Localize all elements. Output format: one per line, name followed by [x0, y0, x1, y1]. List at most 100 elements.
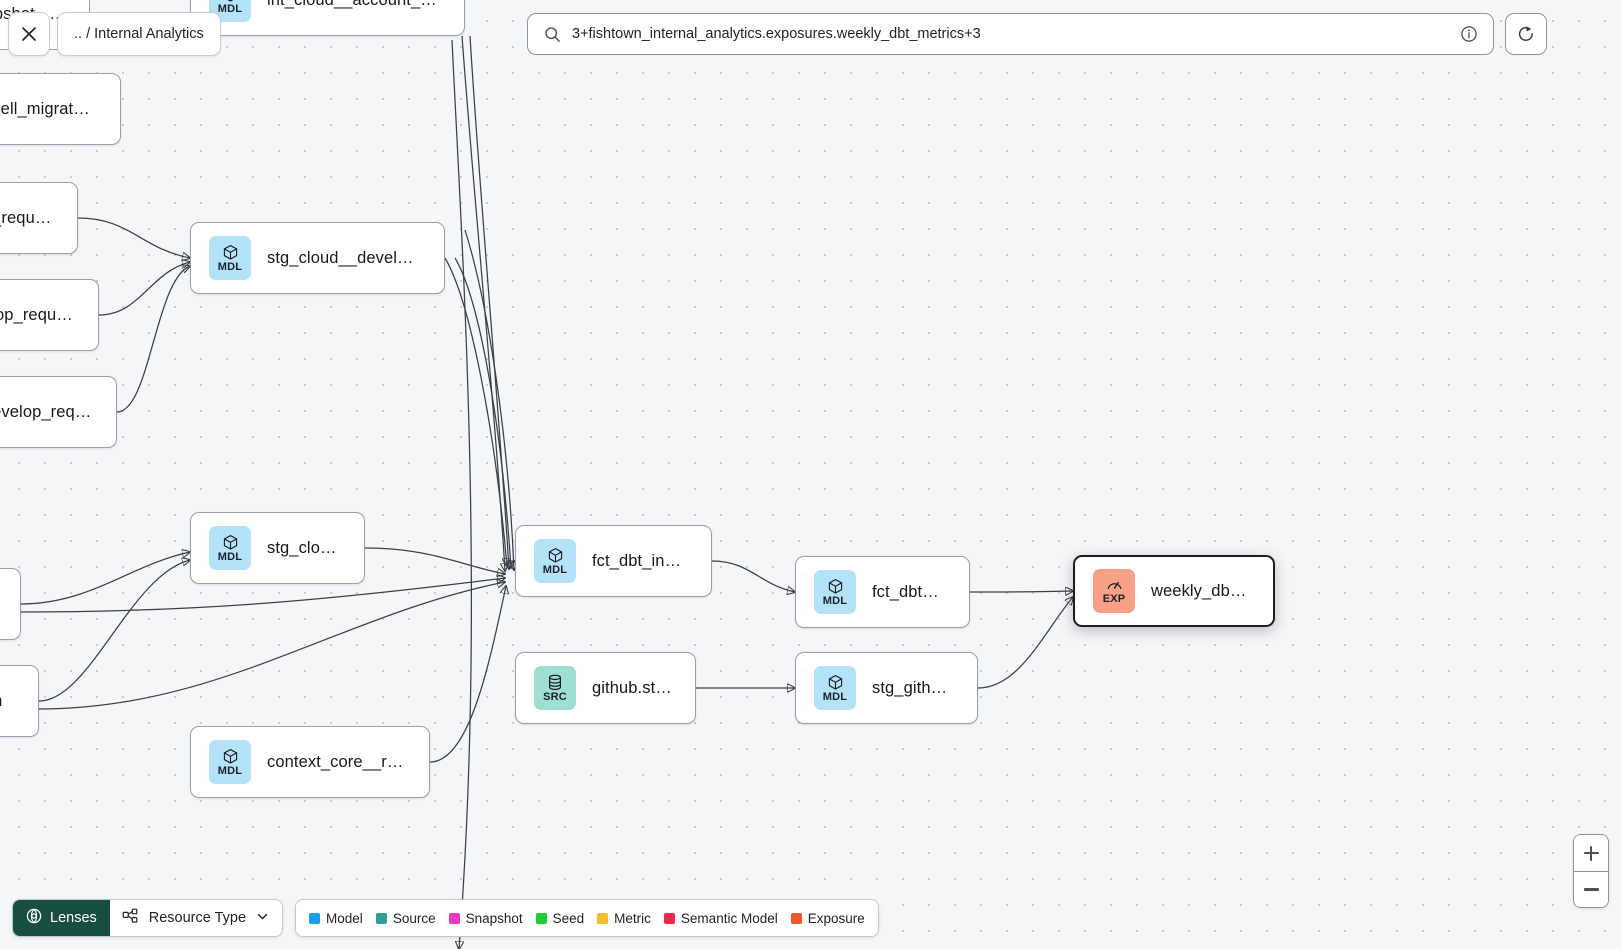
graph-edge: [969, 591, 1073, 592]
graph-edge: [451, 39, 473, 949]
graph-node[interactable]: SRC github.stargazers: [515, 652, 696, 724]
refresh-icon: [1518, 26, 1533, 41]
graph-edge: [469, 35, 509, 569]
cube-icon: [222, 748, 239, 765]
plus-icon: [1583, 845, 1599, 861]
graph-node[interactable]: MDL…velop_request: [0, 279, 99, 351]
graph-node-label: stg_cloud__develop_requests: [267, 248, 422, 267]
legend-item[interactable]: Model: [309, 911, 363, 926]
breadcrumb-label: .. / Internal Analytics: [74, 26, 204, 42]
graph-node-label: fct_dbt_projects: [872, 582, 947, 601]
gauge-icon: [1106, 577, 1123, 593]
src-badge: SRC: [534, 666, 576, 710]
zoom-in-button[interactable]: [1574, 835, 1608, 871]
search-icon: [542, 24, 562, 44]
legend-item[interactable]: Seed: [535, 910, 585, 926]
badge-type-label: MDL: [542, 563, 568, 576]
legend-item[interactable]: Semantic Model: [663, 911, 778, 926]
graph-node[interactable]: MDL stg_cloud__develop_requests: [190, 222, 445, 294]
graph-edge: [20, 552, 190, 605]
lenses-button[interactable]: Lenses: [13, 900, 110, 936]
graph-node[interactable]: MDL…_develop_request: [0, 376, 117, 448]
badge-type-label: MDL: [217, 2, 243, 15]
chevron-down-icon: [256, 910, 269, 927]
minus-icon: [1583, 888, 1599, 891]
exp-badge: EXP: [1093, 569, 1135, 613]
badge-type-label: EXP: [1102, 593, 1126, 605]
lens-icon: [26, 908, 42, 928]
bottom-toolbar: Lenses Resource Type: [12, 899, 879, 937]
graph-node[interactable]: MDL context_core__rpc_request: [190, 726, 430, 798]
cube-icon: [222, 0, 239, 3]
badge-type-label: MDL: [822, 594, 848, 607]
graph-node-label: stg_cloud__runs: [267, 538, 342, 557]
mdl-badge: MDL: [209, 236, 251, 280]
graph-edge: [364, 547, 505, 574]
legend-item[interactable]: Snapshot: [448, 910, 523, 926]
graph-node[interactable]: MDL…n: [0, 568, 21, 640]
graph-node[interactable]: MDL stg_github__stars: [795, 652, 978, 724]
legend-swatch-icon: [375, 912, 387, 924]
graph-edge: [461, 35, 505, 571]
graph-node-label: ….run: [0, 692, 2, 711]
mdl-badge: MDL: [209, 526, 251, 570]
breadcrumb[interactable]: .. / Internal Analytics: [57, 12, 221, 56]
legend-label: Seed: [552, 910, 585, 926]
legend-label: Exposure: [807, 910, 865, 926]
close-icon: [22, 27, 36, 41]
mdl-badge: MDL: [814, 570, 856, 614]
legend-swatch-icon: [663, 912, 675, 924]
zoom-out-button[interactable]: [1574, 871, 1608, 907]
lineage-search-bar[interactable]: 3+fishtown_internal_analytics.exposures.…: [527, 13, 1494, 55]
graph-node[interactable]: EXP weekly_dbt_metrics: [1073, 555, 1275, 627]
graph-node[interactable]: MDLmulticell_migrat…: [0, 73, 121, 145]
graph-node-label: int_cloud__account_plan_history: [267, 0, 442, 10]
graph-edge: [454, 257, 511, 568]
badge-type-label: MDL: [217, 764, 243, 777]
graph-node-label: weekly_dbt_metrics: [1151, 581, 1251, 600]
close-button[interactable]: [8, 12, 50, 56]
graph-edge: [98, 262, 190, 316]
legend-swatch-icon: [448, 912, 460, 924]
legend-item[interactable]: Source: [375, 911, 436, 926]
graph-node-label: stg_github__stars: [872, 678, 955, 697]
refresh-button[interactable]: [1505, 13, 1547, 55]
mdl-badge: MDL: [814, 666, 856, 710]
graph-edge: [38, 560, 190, 702]
graph-edge: [711, 560, 795, 592]
graph-node[interactable]: MDL….run: [0, 665, 39, 737]
mdl-badge: MDL: [534, 539, 576, 583]
legend-swatch-icon: [535, 912, 547, 924]
lenses-label: Lenses: [50, 910, 97, 926]
resource-type-legend: Model Source Snapshot Seed Metric Semantic Mo…: [295, 899, 879, 937]
cube-icon: [222, 244, 239, 261]
mdl-badge: MDL: [209, 740, 251, 784]
legend-label: Metric: [614, 910, 651, 926]
legend-swatch-icon: [790, 912, 802, 924]
search-input[interactable]: 3+fishtown_internal_analytics.exposures.…: [572, 26, 981, 42]
database-icon: [547, 674, 563, 691]
info-icon[interactable]: [1459, 24, 1479, 44]
badge-type-label: MDL: [217, 550, 243, 563]
badge-type-label: SRC: [543, 690, 567, 703]
graph-node[interactable]: MDL…op_request: [0, 182, 78, 254]
legend-item[interactable]: Exposure: [790, 910, 865, 926]
graph-edge: [116, 266, 190, 413]
graph-node-label: github.stargazers: [592, 678, 673, 697]
resource-type-filter[interactable]: Resource Type: [109, 900, 283, 936]
legend-label: Snapshot: [465, 910, 523, 926]
graph-node[interactable]: MDL fct_dbt_projects: [795, 556, 970, 628]
graph-node[interactable]: MDL int_cloud__account_plan_history: [190, 0, 465, 36]
graph-node-label: context_core__rpc_request: [267, 752, 407, 771]
nodes-graph-icon: [122, 908, 139, 929]
lens-group: Lenses Resource Type: [12, 899, 284, 937]
graph-edge: [38, 582, 505, 710]
graph-edge: [464, 229, 514, 570]
graph-node-label: multicell_migrat…: [0, 99, 90, 118]
legend-item[interactable]: Metric: [597, 911, 651, 926]
cube-icon: [827, 674, 844, 691]
graph-node[interactable]: MDL stg_cloud__runs: [190, 512, 365, 584]
